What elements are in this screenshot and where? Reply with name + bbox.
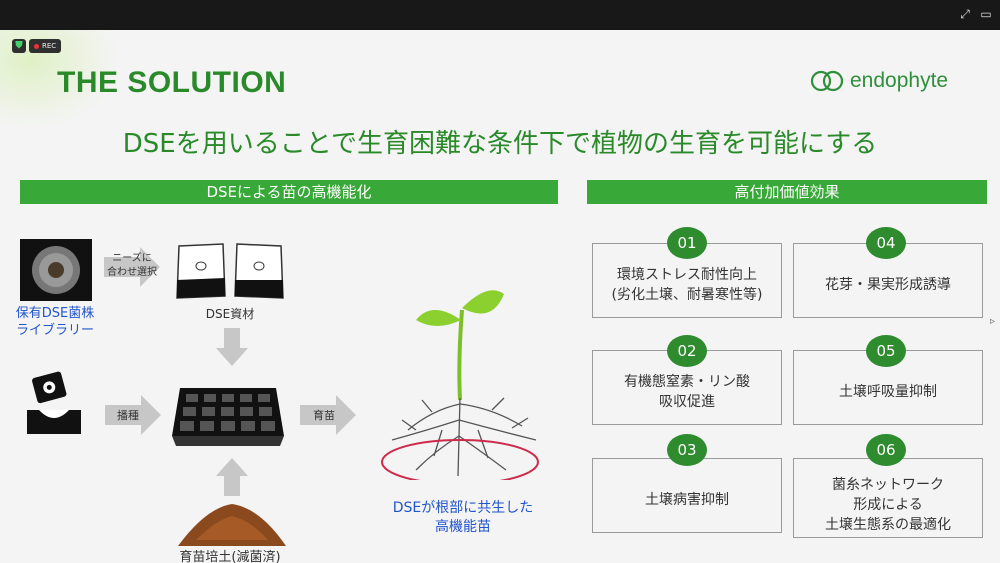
record-dot-icon	[34, 43, 39, 49]
soil-label: 育苗培土(減菌済)	[179, 550, 281, 563]
effect-04-line1: 花芽・果実形成誘導	[825, 276, 951, 293]
library-label-2: ライブラリー	[15, 323, 94, 338]
seedling-label-2: 高機能苗	[435, 519, 491, 535]
select-arrow-icon	[104, 247, 160, 287]
brand-name: endophyte	[850, 69, 949, 92]
effect-01-line1: 環境ストレス耐性向上	[617, 266, 757, 283]
effect-02-line1: 有機態窒素・リン酸	[624, 373, 750, 390]
library-label-1: 保有DSE菌株	[15, 306, 95, 321]
effect-02-line2: 吸収促進	[659, 393, 715, 410]
seedling-plant-icon	[381, 290, 539, 480]
effect-03-line1: 土壌病害抑制	[645, 491, 729, 508]
sow-arrow-icon	[105, 395, 161, 435]
select-label-2: 合わせ選択	[107, 267, 157, 278]
effect-card-06: 菌糸ネットワーク形成による土壌生態系の最適化	[793, 458, 983, 538]
sow-label: 播種	[117, 409, 139, 422]
grow-label: 育苗	[313, 409, 335, 422]
brand-logo: endophyte	[810, 68, 948, 94]
right-section-bar: 高付加価値効果	[587, 180, 987, 204]
recording-indicator: ⛊ REC	[12, 39, 62, 53]
seed-sowing-icon	[27, 371, 81, 434]
select-label-1: ニーズに	[112, 253, 152, 264]
effect-badge-05: 05	[866, 335, 906, 367]
endophyte-logo-icon	[810, 70, 844, 92]
material-label: DSE資材	[205, 307, 255, 321]
left-section-bar: DSEによる苗の高機能化	[20, 180, 558, 204]
petri-dish-icon	[20, 239, 92, 301]
rec-label: REC	[42, 42, 57, 50]
effect-badge-01: 01	[667, 227, 707, 259]
grow-arrow-icon	[300, 395, 356, 435]
effect-06-line2: 形成による	[853, 497, 923, 513]
effect-06-line3: 土壌生態系の最適化	[825, 517, 951, 533]
down-arrow-icon	[216, 328, 248, 366]
effect-card-03: 土壌病害抑制	[592, 458, 782, 533]
soil-pile-icon	[178, 504, 286, 546]
dse-bag-icon-2	[234, 243, 284, 299]
shield-icon: ⛊	[12, 39, 26, 53]
screen-share-icon[interactable]: ▭	[980, 7, 992, 21]
effect-05-line1: 土壌呼吸量抑制	[839, 383, 937, 400]
window-titlebar: ⤢ ▭	[0, 0, 1000, 30]
dse-bag-icon	[176, 243, 226, 299]
effect-badge-06: 06	[866, 434, 906, 466]
effect-01-line2: (劣化土壌、耐暑寒性等)	[611, 286, 763, 303]
mouse-cursor-icon: ▹	[990, 316, 996, 327]
effect-badge-02: 02	[667, 335, 707, 367]
effect-06-line1: 菌糸ネットワーク	[832, 477, 944, 493]
seedling-label-1: DSEが根部に共生した	[392, 500, 534, 516]
effect-card-04: 花芽・果実形成誘導	[793, 243, 983, 318]
rec-badge[interactable]: REC	[29, 39, 62, 53]
effect-badge-03: 03	[667, 434, 707, 466]
effect-badge-04: 04	[866, 227, 906, 259]
seedling-tray-icon	[172, 388, 284, 446]
slide-title: THE SOLUTION	[57, 66, 287, 99]
slide-headline: DSEを用いることで生育困難な条件下で植物の生育を可能にする	[122, 129, 878, 159]
presentation-slide: ⛊ REC THE SOLUTION endophyte DSEを用いることで生…	[0, 30, 1000, 563]
expand-icon[interactable]: ⤢	[960, 7, 970, 21]
up-arrow-icon	[216, 458, 248, 496]
